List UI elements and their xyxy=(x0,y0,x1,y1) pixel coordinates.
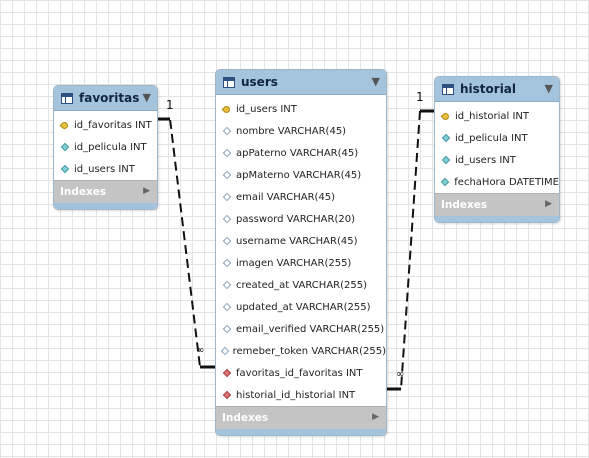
indexes-section[interactable]: Indexes ▶ xyxy=(435,193,559,216)
column-row[interactable]: created_at VARCHAR(255) xyxy=(216,274,386,296)
column-row[interactable]: email VARCHAR(45) xyxy=(216,186,386,208)
expand-arrow-icon[interactable]: ▶ xyxy=(545,199,552,209)
column-label: id_users INT xyxy=(236,103,297,115)
indexes-section[interactable]: Indexes ▶ xyxy=(54,180,157,203)
column-label: fechaHora DATETIME xyxy=(454,176,559,188)
column-label: apPaterno VARCHAR(45) xyxy=(236,147,359,159)
column-label: username VARCHAR(45) xyxy=(236,235,358,247)
column-icon xyxy=(222,170,231,180)
table-users-title: users xyxy=(241,75,278,89)
column-icon xyxy=(222,148,231,158)
primary-key-icon xyxy=(440,111,451,121)
column-label: imagen VARCHAR(255) xyxy=(236,257,352,269)
not-null-column-icon xyxy=(441,155,450,165)
column-icon xyxy=(222,302,231,312)
table-historial[interactable]: historial ▼ id_historial INT id_pelicula… xyxy=(434,76,560,223)
table-favoritas-title: favoritas xyxy=(79,91,140,105)
column-row[interactable]: username VARCHAR(45) xyxy=(216,230,386,252)
indexes-label: Indexes xyxy=(222,412,269,424)
column-label: apMaterno VARCHAR(45) xyxy=(236,169,362,181)
table-historial-title: historial xyxy=(460,82,517,96)
historial-users-link xyxy=(386,110,434,390)
not-null-column-icon xyxy=(60,142,69,152)
favoritas-users-link xyxy=(157,118,215,368)
column-row[interactable]: nombre VARCHAR(45) xyxy=(216,120,386,142)
indexes-label: Indexes xyxy=(441,199,488,211)
column-label: id_pelicula INT xyxy=(455,132,528,144)
column-label: id_users INT xyxy=(74,163,135,175)
primary-key-icon xyxy=(59,120,70,130)
table-users[interactable]: users ▼ id_users INT nombre VARCHAR(45) … xyxy=(215,69,387,436)
table-favoritas[interactable]: favoritas ▼ id_favoritas INT id_pelicula… xyxy=(53,85,158,210)
historial-cardinality-many: ∞ xyxy=(396,369,405,380)
dropdown-arrow-icon[interactable]: ▼ xyxy=(544,82,553,95)
column-label: id_historial INT xyxy=(455,110,530,122)
column-row[interactable]: favoritas_id_favoritas INT xyxy=(216,362,386,384)
column-row[interactable]: id_users INT xyxy=(435,149,559,171)
column-label: password VARCHAR(20) xyxy=(236,213,355,225)
column-icon xyxy=(222,126,231,136)
favoritas-cardinality-one: 1 xyxy=(166,98,174,112)
foreign-key-icon xyxy=(222,390,231,400)
table-users-header[interactable]: users ▼ xyxy=(216,70,386,95)
column-row[interactable]: fechaHora DATETIME xyxy=(435,171,559,193)
column-icon xyxy=(222,192,231,202)
primary-key-icon xyxy=(221,104,232,114)
column-label: id_pelicula INT xyxy=(74,141,147,153)
column-label: created_at VARCHAR(255) xyxy=(236,279,367,291)
column-row[interactable]: id_users INT xyxy=(216,98,386,120)
table-icon xyxy=(223,76,235,88)
dropdown-arrow-icon[interactable]: ▼ xyxy=(371,75,380,88)
column-label: remeber_token VARCHAR(255) xyxy=(232,345,386,357)
column-icon xyxy=(222,280,231,290)
column-row[interactable]: id_pelicula INT xyxy=(54,136,157,158)
indexes-section[interactable]: Indexes ▶ xyxy=(216,406,386,429)
column-icon xyxy=(222,324,231,334)
expand-arrow-icon[interactable]: ▶ xyxy=(143,186,150,196)
foreign-key-icon xyxy=(222,368,231,378)
column-row[interactable]: historial_id_historial INT xyxy=(216,384,386,406)
column-row[interactable]: id_historial INT xyxy=(435,105,559,127)
table-favoritas-header[interactable]: favoritas ▼ xyxy=(54,86,157,111)
not-null-column-icon xyxy=(60,164,69,174)
expand-arrow-icon[interactable]: ▶ xyxy=(372,412,379,422)
column-row[interactable]: id_favoritas INT xyxy=(54,114,157,136)
column-label: favoritas_id_favoritas INT xyxy=(236,367,363,379)
column-row[interactable]: id_users INT xyxy=(54,158,157,180)
column-label: updated_at VARCHAR(255) xyxy=(236,301,371,313)
indexes-label: Indexes xyxy=(60,186,107,198)
column-row[interactable]: email_verified VARCHAR(255) xyxy=(216,318,386,340)
dropdown-arrow-icon[interactable]: ▼ xyxy=(142,91,151,104)
not-null-column-icon xyxy=(441,133,450,143)
column-row[interactable]: imagen VARCHAR(255) xyxy=(216,252,386,274)
column-row[interactable]: apMaterno VARCHAR(45) xyxy=(216,164,386,186)
column-icon xyxy=(222,258,231,268)
column-row[interactable]: id_pelicula INT xyxy=(435,127,559,149)
column-label: email_verified VARCHAR(255) xyxy=(236,323,385,335)
column-icon xyxy=(220,346,230,356)
table-icon xyxy=(61,92,73,104)
table-icon xyxy=(442,83,454,95)
column-label: email VARCHAR(45) xyxy=(236,191,336,203)
column-icon xyxy=(222,214,231,224)
column-row[interactable]: remeber_token VARCHAR(255) xyxy=(216,340,386,362)
column-label: nombre VARCHAR(45) xyxy=(236,125,347,137)
column-row[interactable]: updated_at VARCHAR(255) xyxy=(216,296,386,318)
column-row[interactable]: apPaterno VARCHAR(45) xyxy=(216,142,386,164)
not-null-column-icon xyxy=(440,177,450,187)
column-label: historial_id_historial INT xyxy=(236,389,356,401)
favoritas-cardinality-many: ∞ xyxy=(196,345,205,356)
column-icon xyxy=(222,236,231,246)
column-row[interactable]: password VARCHAR(20) xyxy=(216,208,386,230)
table-historial-header[interactable]: historial ▼ xyxy=(435,77,559,102)
column-label: id_favoritas INT xyxy=(74,119,152,131)
historial-cardinality-one: 1 xyxy=(416,90,424,104)
column-label: id_users INT xyxy=(455,154,516,166)
